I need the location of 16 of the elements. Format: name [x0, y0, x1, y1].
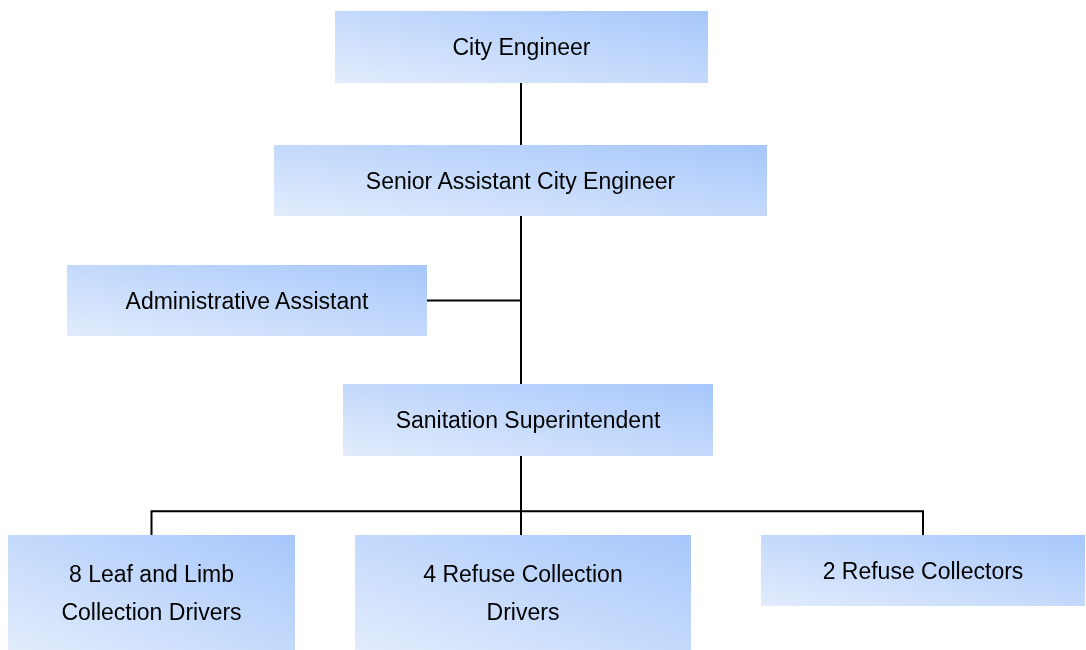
connector-line — [520, 82, 522, 146]
role-title: 4 Refuse Collection Drivers — [422, 559, 624, 627]
role-title: Senior Assistant City Engineer — [365, 166, 676, 196]
role-title: 2 Refuse Collectors — [822, 556, 1024, 586]
role-box — [67, 265, 427, 336]
role-box — [8, 535, 295, 650]
role-title: 8 Leaf and Limb Collection Drivers — [60, 559, 243, 627]
role-title: Administrative Assistant — [125, 286, 369, 316]
role-box — [761, 535, 1085, 606]
role-box — [335, 11, 708, 83]
role-box — [343, 384, 713, 456]
role-title: City Engineer — [452, 33, 591, 62]
role-box — [274, 145, 767, 216]
connector-line — [520, 215, 522, 385]
role-box — [355, 535, 691, 650]
role-title: Sanitation Superintendent — [395, 406, 661, 435]
